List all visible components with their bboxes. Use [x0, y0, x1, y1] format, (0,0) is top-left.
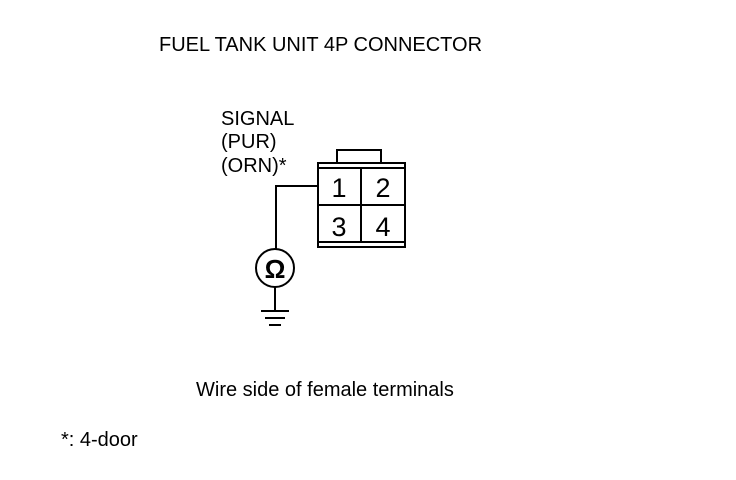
footnote: *: 4-door	[61, 429, 138, 451]
terminal-3: 3	[331, 212, 346, 242]
connector-latch	[336, 149, 382, 163]
wire-signal-label: SIGNAL	[221, 108, 294, 130]
terminal-2: 2	[375, 173, 390, 203]
terminal-4: 4	[375, 212, 390, 242]
connector-inset	[317, 167, 406, 243]
wire-color-pur-label: (PUR)	[221, 131, 277, 153]
ohm-symbol: Ω	[265, 254, 286, 284]
terminal-1: 1	[331, 173, 346, 203]
diagram-caption: Wire side of female terminals	[196, 379, 454, 401]
diagram-title: FUEL TANK UNIT 4P CONNECTOR	[159, 34, 482, 56]
ground-icon	[261, 310, 289, 326]
wire-color-orn-label: (ORN)*	[221, 155, 287, 177]
probe-wire	[275, 185, 318, 249]
